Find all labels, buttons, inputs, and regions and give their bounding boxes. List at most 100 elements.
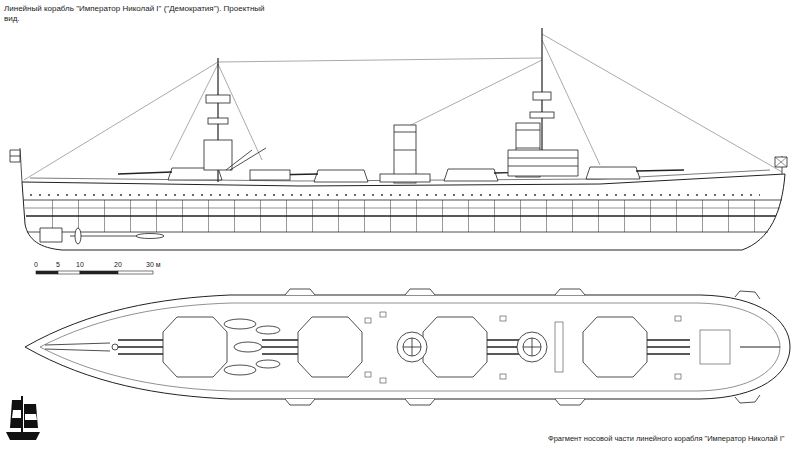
plan-view: [25, 289, 790, 405]
plan-view-part-part: [500, 374, 506, 379]
side-view-part: [226, 150, 252, 170]
ship-emblem-part: [25, 414, 37, 420]
ship-emblem-part: [10, 400, 22, 428]
plan-view-part-part: [405, 289, 435, 295]
plan-view-part: [397, 332, 427, 362]
side-view-part: [27, 232, 768, 233]
plan-view-part-part: [555, 322, 563, 372]
plan-view-part-part: [380, 378, 386, 383]
plan-view-part-part: [675, 316, 681, 321]
side-view-part: [230, 148, 266, 170]
scale-bar-part: [118, 271, 153, 274]
plan-view-part-part: [647, 346, 690, 347]
plan-view-part-part: [256, 360, 280, 368]
scale-number: 0: [34, 261, 38, 270]
plan-view-part-part: [285, 289, 315, 295]
plan-view-part: [532, 338, 533, 356]
plan-view-part-part: [583, 317, 647, 377]
side-view-part: [206, 95, 230, 103]
side-view-part-part: [405, 60, 542, 128]
side-view-part: [394, 132, 416, 133]
plan-view-part: [403, 338, 421, 356]
side-view-part: [208, 118, 228, 124]
plan-view-part: [285, 289, 760, 405]
plan-view-part-part: [735, 291, 760, 299]
side-view-part-part: [586, 167, 640, 179]
side-view-part: [250, 170, 290, 180]
side-view-part: [775, 157, 787, 167]
plan-view-part-part: [675, 374, 681, 379]
side-view-part: [75, 228, 81, 244]
plan-view-part: [412, 338, 413, 356]
plan-view-part-part: [224, 365, 256, 375]
side-view-part: [516, 148, 540, 149]
plan-view-part-part: [423, 317, 487, 377]
plan-view-part-part: [262, 353, 298, 354]
side-view-part: [10, 156, 20, 157]
side-view-part-part: [542, 40, 600, 165]
side-view-part-part: [118, 172, 172, 174]
plan-view-part-part: [555, 399, 585, 405]
side-view-part: [380, 174, 430, 182]
plan-view-part-part: [647, 339, 690, 340]
scale-bar-part: [36, 271, 58, 274]
side-view-part: [26, 215, 776, 217]
plan-view-part-part: [234, 342, 262, 352]
side-view-part: [508, 158, 578, 159]
scale-bar-part: [80, 271, 118, 274]
plan-view-part-part: [285, 399, 315, 405]
plan-view-part-part: [262, 346, 298, 347]
plan-view-part: [523, 338, 541, 356]
side-view-part-part: [24, 62, 218, 180]
plan-view-part-part: [256, 326, 280, 334]
scale-number: 10: [76, 261, 84, 270]
ship-emblem: [6, 396, 40, 440]
side-view-part: [530, 112, 554, 118]
plan-view-part-part: [118, 353, 163, 354]
plan-view-part-part: [118, 346, 163, 347]
side-view-part: [22, 174, 785, 250]
scale-number: 20: [114, 261, 122, 270]
scale-bar: [36, 271, 153, 274]
plan-view-part-part: [163, 317, 227, 377]
plan-view-part: [112, 344, 118, 350]
plan-view-part-part: [298, 317, 362, 377]
plan-view-part-part: [365, 318, 371, 323]
drawing-title: Линейный корабль "Император Николай I" (…: [4, 4, 266, 24]
ship-emblem-part: [6, 432, 40, 440]
plan-view-part-part: [365, 372, 371, 377]
scale-bar-part: [58, 271, 80, 274]
side-view-part: [775, 157, 787, 167]
plan-view-part-part: [647, 353, 690, 354]
plan-view-part: [224, 319, 280, 375]
plan-view-part-part: [224, 319, 256, 329]
side-view: [10, 28, 787, 250]
side-view-part: [204, 140, 232, 170]
side-view-part-part: [218, 58, 542, 62]
side-view-part: [508, 150, 578, 176]
side-view-part: [40, 228, 62, 242]
plan-view-part-part: [262, 339, 298, 340]
plan-view-part-part: [555, 289, 585, 295]
side-view-part: [508, 166, 578, 167]
side-view-part-part: [444, 169, 498, 181]
side-view-part: [24, 200, 782, 201]
side-view-part: [10, 150, 20, 162]
side-view-part: [775, 157, 787, 167]
ship-emblem-part: [24, 404, 38, 428]
plan-view-part: [365, 312, 730, 383]
side-view-part: [25, 208, 780, 209]
scale-number: 5: [56, 261, 60, 270]
plan-view-part-part: [380, 312, 386, 317]
ship-emblem-part: [21, 396, 23, 432]
side-view-part: [533, 92, 551, 100]
plan-view-part-part: [735, 395, 760, 403]
plan-view-part-part: [700, 330, 730, 364]
drawing-caption: Фрагмент носовой части линейного корабля…: [548, 434, 784, 443]
plan-view-part: [517, 332, 547, 362]
plan-view-part-part: [405, 399, 435, 405]
plan-view-part-part: [118, 339, 163, 340]
plan-view-part-part: [500, 316, 506, 321]
plan-view-part: [45, 343, 110, 345]
